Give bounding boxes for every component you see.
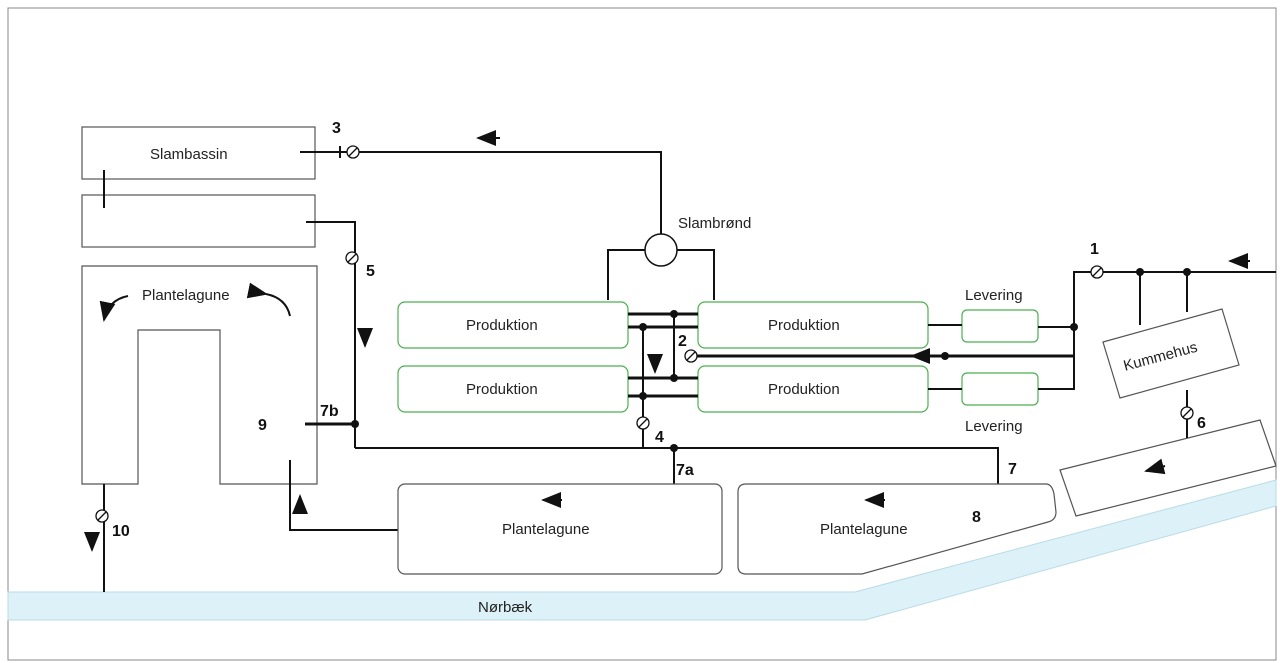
plantelagune-mid-box <box>397 483 723 575</box>
arrow-small-lagoon <box>1144 458 1166 475</box>
small-lagoon-box <box>1059 419 1277 517</box>
pipe-slambrond-left <box>607 249 645 300</box>
point-7: 7 <box>1008 461 1017 478</box>
point-6: 6 <box>1197 415 1206 432</box>
slambassin-lower-box <box>81 194 316 248</box>
point-4: 4 <box>655 429 664 446</box>
levering-box-top <box>961 309 1039 343</box>
produktion-label-4: Produktion <box>768 381 840 398</box>
point-9: 9 <box>258 417 267 434</box>
produktion-label-3: Produktion <box>466 381 538 398</box>
produktion-label-1: Produktion <box>466 317 538 334</box>
point-2: 2 <box>678 333 687 350</box>
plantelagune-right-box <box>737 483 1057 575</box>
slambassin-label: Slambassin <box>150 146 228 163</box>
junction-m3 <box>670 374 678 382</box>
pipe-levering-bottom-main <box>1038 327 1075 390</box>
plantelagune-right-label: Plantelagune <box>820 521 908 538</box>
junction-m1 <box>670 310 678 318</box>
produktion-box-1 <box>397 301 629 349</box>
stream-label: Nørbæk <box>478 599 533 616</box>
pipe-return-9 <box>289 460 398 531</box>
point-10: 10 <box>112 523 130 540</box>
point-5: 5 <box>366 263 375 280</box>
kummehus-box <box>1102 308 1240 399</box>
stream-norbaek <box>7 479 1277 621</box>
plantelagune-left-box <box>81 265 318 485</box>
point-7a: 7a <box>676 462 694 479</box>
point-7b: 7b <box>320 403 339 420</box>
levering-box-bottom <box>961 372 1039 406</box>
frame <box>7 7 1277 661</box>
levering-label-bottom: Levering <box>965 418 1023 435</box>
junction-m4 <box>639 392 647 400</box>
curved-arrow-left <box>99 295 129 322</box>
curved-arrow-right <box>246 282 291 317</box>
point-3: 3 <box>332 120 341 137</box>
junction-levering <box>1070 323 1078 331</box>
junction-return-2 <box>941 352 949 360</box>
plantelagune-mid-label: Plantelagune <box>502 521 590 538</box>
produktion-label-2: Produktion <box>768 317 840 334</box>
pipe-slambassin-5 <box>306 221 356 448</box>
plantelagune-left-label: Plantelagune <box>142 287 230 304</box>
point-1: 1 <box>1090 241 1099 258</box>
junction-m2 <box>639 323 647 331</box>
point-8: 8 <box>972 509 981 526</box>
pipe-collector <box>355 447 999 492</box>
slambassin-box <box>81 126 316 180</box>
levering-label-top: Levering <box>965 287 1023 304</box>
slambrond-well <box>644 233 678 267</box>
slambrond-label: Slambrønd <box>678 215 751 232</box>
pipe-slambrond-to-slambassin <box>300 151 662 234</box>
pipe-slambrond-right <box>677 249 715 300</box>
produktion-box-3 <box>397 365 629 413</box>
